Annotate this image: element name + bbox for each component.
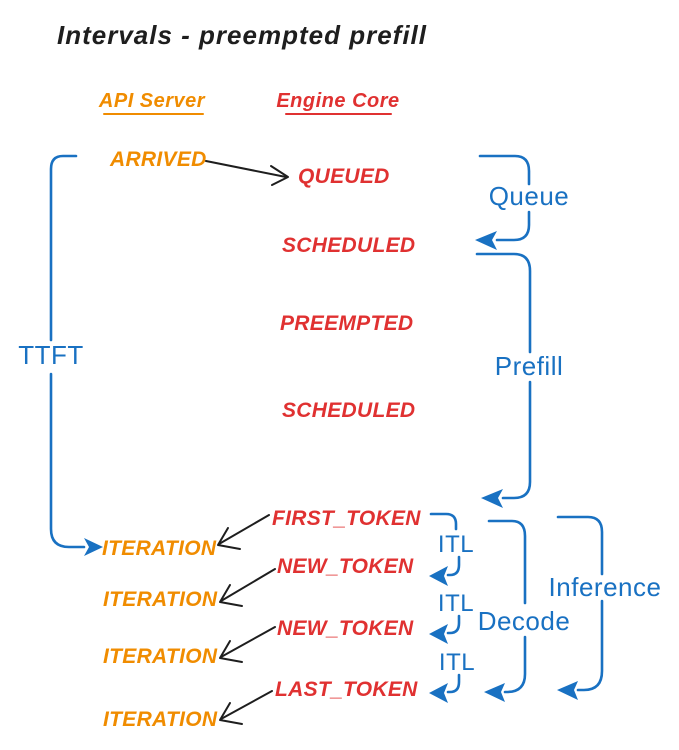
arrow-new-token-2-to-iteration	[219, 626, 276, 663]
itl-arrowhead-3-icon	[429, 683, 448, 703]
inference-arrowhead-icon	[557, 681, 578, 700]
event-first-token: FIRST_TOKEN	[272, 507, 421, 530]
event-new-token-1: NEW_TOKEN	[277, 555, 414, 578]
event-preempted: PREEMPTED	[280, 312, 413, 335]
decode-arrowhead-icon	[484, 683, 505, 702]
itl-bracket-hook	[429, 512, 458, 531]
column-header-engine-core: Engine Core	[276, 90, 399, 112]
queue-arrowhead-icon	[475, 231, 497, 250]
event-arrived: ARRIVED	[109, 148, 207, 171]
itl-arrow-2	[429, 614, 461, 644]
ttft-bracket	[49, 154, 103, 556]
event-queued: QUEUED	[298, 165, 390, 188]
interval-label-queue: Queue	[489, 181, 570, 211]
arrow-new-token-1-to-iteration	[219, 568, 276, 607]
prefill-arrowhead-icon	[481, 489, 503, 508]
itl-arrow-1	[429, 555, 461, 586]
column-header-api-server: API Server	[98, 90, 206, 112]
itl-arrowhead-2-icon	[429, 624, 448, 644]
event-iteration-4: ITERATION	[103, 708, 218, 731]
event-iteration-2: ITERATION	[103, 588, 218, 611]
itl-arrow-3	[429, 673, 461, 703]
diagram-title: Intervals - preempted prefill	[57, 20, 427, 50]
arrow-last-token-to-iteration	[219, 690, 273, 725]
interval-label-prefill: Prefill	[495, 351, 564, 381]
interval-label-itl-2: ITL	[438, 590, 474, 617]
arrow-first-token-to-iteration	[217, 514, 270, 550]
itl-arrowhead-1-icon	[429, 566, 448, 586]
interval-label-decode: Decode	[478, 606, 571, 636]
interval-label-inference: Inference	[549, 572, 662, 602]
event-scheduled-1: SCHEDULED	[282, 234, 415, 257]
arrow-arrived-to-queued	[205, 160, 289, 186]
ttft-arrowhead-icon	[84, 538, 103, 556]
event-new-token-2: NEW_TOKEN	[277, 617, 414, 640]
inference-bracket	[556, 515, 604, 700]
event-last-token: LAST_TOKEN	[275, 678, 418, 701]
event-iteration-3: ITERATION	[103, 645, 218, 668]
event-scheduled-2: SCHEDULED	[282, 399, 415, 422]
interval-label-ttft: TTFT	[18, 340, 84, 370]
decode-bracket	[484, 519, 527, 702]
prefill-bracket	[475, 252, 532, 508]
interval-label-itl-3: ITL	[439, 649, 475, 676]
queue-bracket	[475, 154, 531, 250]
interval-label-itl-1: ITL	[438, 531, 474, 558]
event-iteration-1: ITERATION	[102, 537, 217, 560]
